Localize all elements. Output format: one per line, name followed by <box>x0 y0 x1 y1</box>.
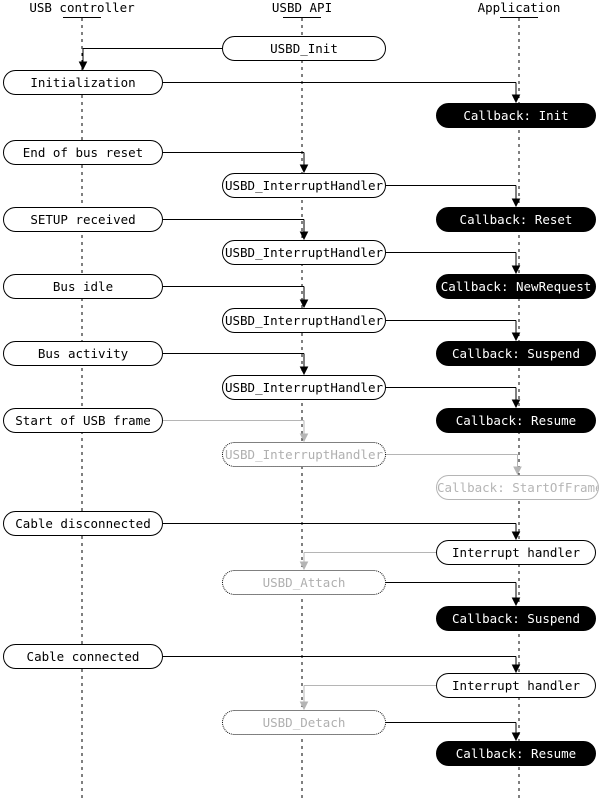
node-usbd-init[interactable]: USBD_Init <box>222 36 386 61</box>
node-callback-resume-2[interactable]: Callback: Resume <box>436 741 596 766</box>
node-bus-idle[interactable]: Bus idle <box>3 274 163 299</box>
node-callback-startofframe[interactable]: Callback: StartOfFrame <box>436 475 599 500</box>
node-setup-received[interactable]: SETUP received <box>3 207 163 232</box>
node-interrupt-handler-sof[interactable]: USBD_InterruptHandler <box>222 442 386 467</box>
node-cable-connected[interactable]: Cable connected <box>3 644 163 669</box>
node-callback-suspend-2[interactable]: Callback: Suspend <box>436 606 596 631</box>
node-bus-activity[interactable]: Bus activity <box>3 341 163 366</box>
node-callback-init[interactable]: Callback: Init <box>436 103 596 128</box>
node-interrupt-handler-app-2[interactable]: Interrupt handler <box>436 673 596 698</box>
node-callback-newrequest[interactable]: Callback: NewRequest <box>436 274 596 299</box>
node-callback-reset[interactable]: Callback: Reset <box>436 207 596 232</box>
node-initialization[interactable]: Initialization <box>3 70 163 95</box>
node-usbd-attach[interactable]: USBD_Attach <box>222 570 386 595</box>
lane-header-usb-controller: USB controller <box>29 0 135 15</box>
lane-header-application: Application <box>477 0 561 15</box>
node-interrupt-handler-1[interactable]: USBD_InterruptHandler <box>222 173 386 198</box>
node-callback-suspend-1[interactable]: Callback: Suspend <box>436 341 596 366</box>
node-usbd-detach[interactable]: USBD_Detach <box>222 710 386 735</box>
node-start-of-usb-frame[interactable]: Start of USB frame <box>3 408 163 433</box>
node-interrupt-handler-3[interactable]: USBD_InterruptHandler <box>222 308 386 333</box>
lane-header-usbd-api: USBD API <box>271 0 333 15</box>
node-interrupt-handler-4[interactable]: USBD_InterruptHandler <box>222 375 386 400</box>
node-end-of-bus-reset[interactable]: End of bus reset <box>3 140 163 165</box>
node-cable-disconnected[interactable]: Cable disconnected <box>3 511 163 536</box>
node-interrupt-handler-2[interactable]: USBD_InterruptHandler <box>222 240 386 265</box>
node-callback-resume-1[interactable]: Callback: Resume <box>436 408 596 433</box>
node-interrupt-handler-app-1[interactable]: Interrupt handler <box>436 540 596 565</box>
